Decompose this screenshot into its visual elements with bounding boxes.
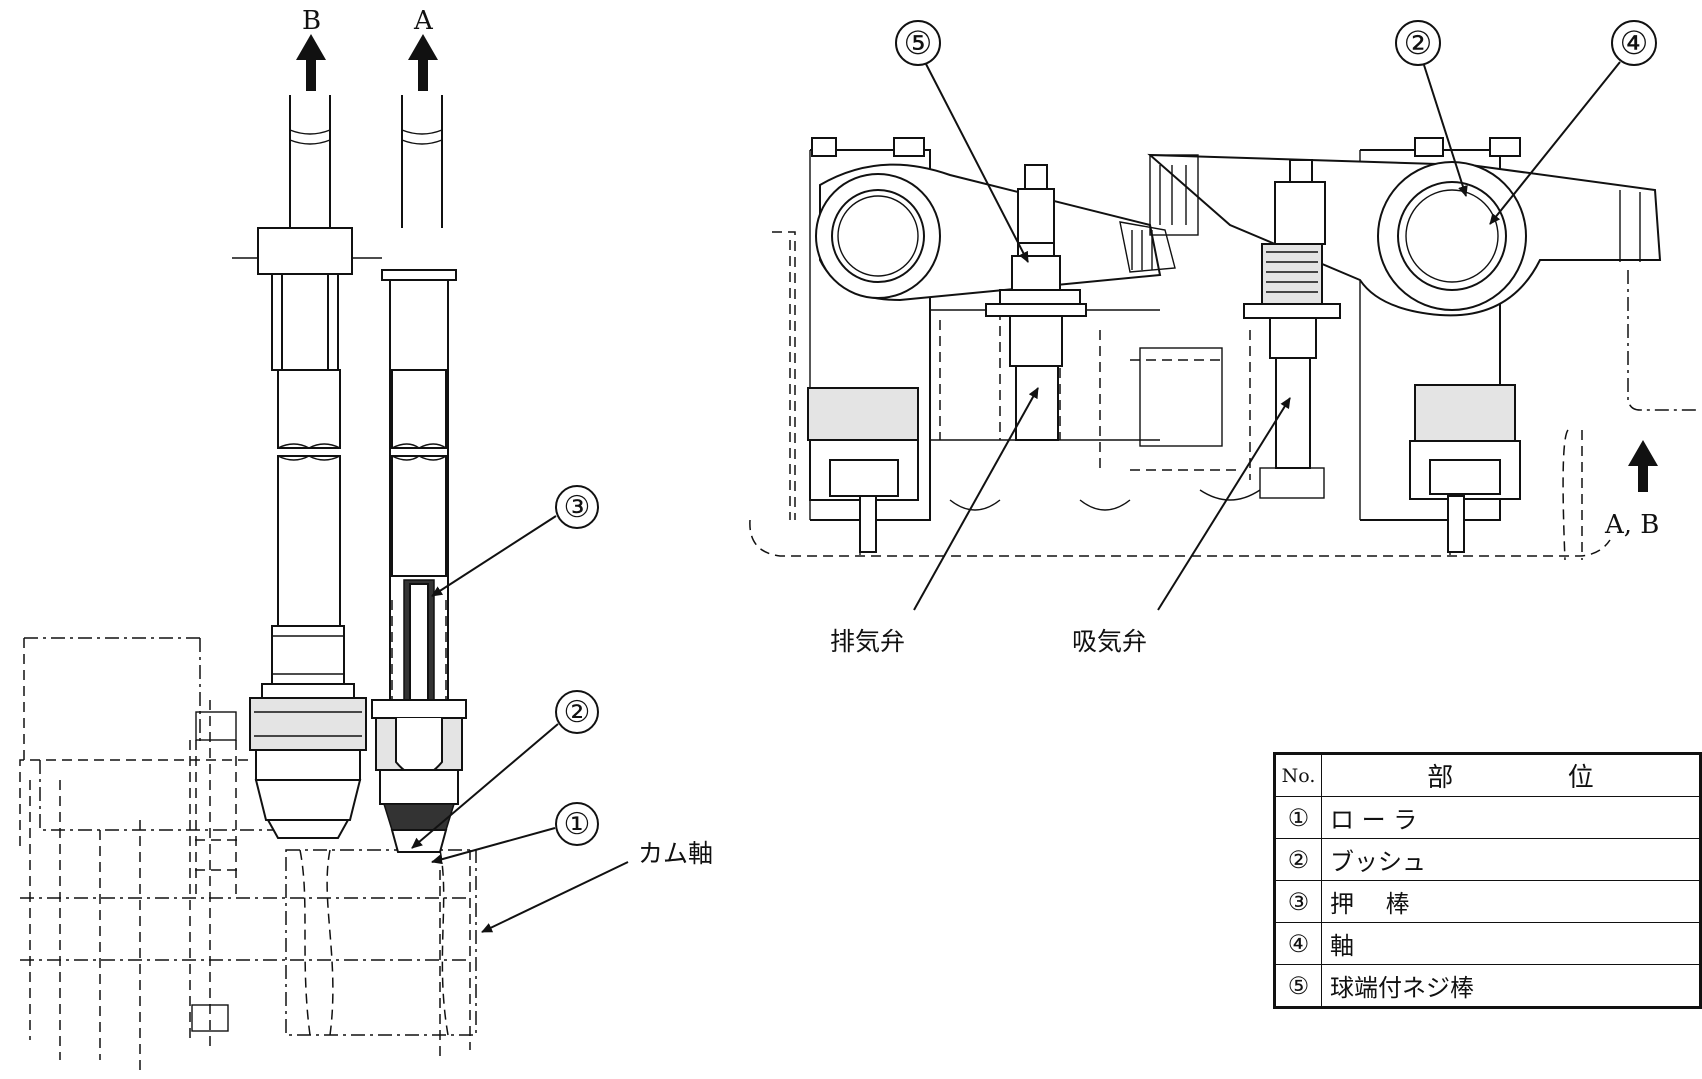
row-no: ①: [1274, 796, 1322, 839]
intake-valve: [1243, 159, 1341, 499]
parts-table: No. 部 位 ① ロ ー ラ ② ブッシュ ③ 押 棒 ④ 軸 ⑤ 球端付ネジ…: [1273, 752, 1702, 1009]
callout-5-label: ⑤: [904, 24, 933, 62]
row-part: 軸: [1321, 922, 1701, 965]
rocker-arm-right: [1147, 153, 1662, 317]
push-rod-a: [371, 95, 467, 853]
intake-valve-label: 吸気弁: [1072, 627, 1147, 656]
row-no: ④: [1274, 922, 1322, 965]
row-no: ⑤: [1274, 964, 1322, 1008]
callout-1-label: ①: [564, 807, 591, 842]
callout-2-right: ②: [1395, 20, 1468, 197]
table-row: ⑤ 球端付ネジ棒: [1274, 964, 1701, 1008]
right-bracket: [1360, 137, 1521, 553]
header-part-1: 部: [1427, 763, 1454, 793]
arrow-b-up-icon: [296, 34, 326, 91]
exhaust-valve-leader: 排気弁: [830, 387, 1039, 656]
label-b: B: [302, 6, 321, 36]
intake-valve-leader: 吸気弁: [1072, 397, 1291, 656]
rocker-arm-left: [815, 163, 1176, 302]
table-row: ① ロ ー ラ: [1274, 796, 1701, 839]
exhaust-valve-label: 排気弁: [830, 627, 905, 656]
right-view: A, B ⑤ ② ④ 排気弁 吸気弁: [749, 20, 1700, 656]
callout-5: ⑤: [895, 20, 1029, 263]
arrow-ab-up-icon: [1628, 440, 1658, 492]
table-row: ④ 軸: [1274, 922, 1701, 965]
row-part: 押 棒: [1321, 880, 1701, 923]
callout-3-label: ③: [564, 490, 591, 525]
callout-2-left: ②: [411, 690, 599, 849]
exhaust-valve: [1009, 315, 1063, 441]
cam-shaft-leader: カム軸: [481, 839, 713, 933]
push-rod-b: [249, 95, 367, 839]
header-part-2: 位: [1567, 763, 1594, 793]
callout-3: ③: [431, 485, 599, 597]
header-part: 部 位: [1321, 753, 1701, 797]
label-ab: A, B: [1604, 510, 1659, 540]
adjuster-screw: [985, 164, 1087, 317]
row-no: ③: [1274, 880, 1322, 923]
callout-4: ④: [1489, 20, 1657, 225]
row-part: 球端付ネジ棒: [1321, 964, 1701, 1008]
callout-4-label: ④: [1620, 24, 1649, 62]
row-part: ブッシュ: [1321, 838, 1701, 881]
label-a: A: [413, 6, 434, 36]
arrow-a-up-icon: [408, 34, 438, 91]
row-part: ロ ー ラ: [1321, 796, 1701, 839]
callout-1: ①: [431, 802, 599, 865]
left-view: B A: [19, 6, 713, 1070]
table-row: ③ 押 棒: [1274, 880, 1701, 923]
callout-2-left-label: ②: [564, 695, 591, 730]
header-no: No.: [1274, 753, 1322, 797]
cam-shaft-label: カム軸: [638, 839, 713, 868]
callout-2-right-label: ②: [1404, 24, 1433, 62]
left-bracket: [807, 137, 931, 553]
row-no: ②: [1274, 838, 1322, 881]
table-header-row: No. 部 位: [1274, 753, 1701, 797]
table-row: ② ブッシュ: [1274, 838, 1701, 881]
